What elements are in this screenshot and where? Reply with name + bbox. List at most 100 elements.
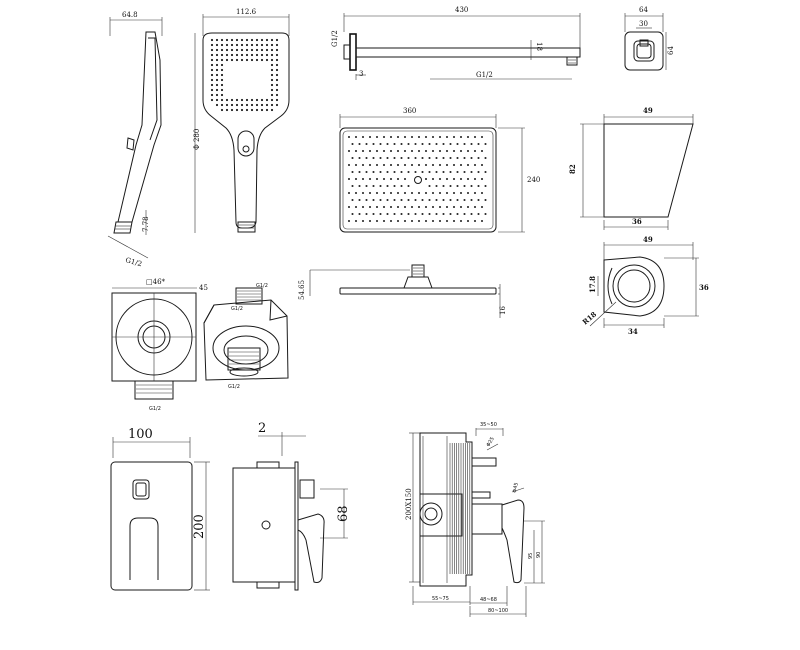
nozzle-dot xyxy=(372,170,375,174)
nozzle-dot xyxy=(428,170,431,174)
nozzle-dot xyxy=(435,156,438,160)
nozzle-dot xyxy=(480,177,484,181)
nozzle-dot xyxy=(389,219,393,223)
nozzle-dot xyxy=(275,98,279,102)
nozzle-dot xyxy=(459,135,463,139)
nozzle-dot xyxy=(459,219,463,223)
nozzle-dot xyxy=(351,198,354,202)
dim-square: □46* xyxy=(146,278,166,286)
nozzle-dot xyxy=(403,205,407,209)
nozzle-dot xyxy=(410,219,414,223)
nozzle-dot xyxy=(270,68,274,72)
dim-68: 68 xyxy=(336,505,351,522)
nozzle-dot xyxy=(240,43,244,47)
nozzle-dot xyxy=(438,163,442,167)
dim-64-8: 64.8 xyxy=(122,11,138,19)
nozzle-dot xyxy=(379,198,382,202)
nozzle-dot xyxy=(403,177,407,181)
nozzle-dot xyxy=(220,48,224,52)
nozzle-dot xyxy=(477,142,480,146)
nozzle-dot xyxy=(230,38,234,42)
nozzle-dot xyxy=(347,219,351,223)
nozzle-dot xyxy=(456,170,459,174)
dim-g12-elbow-a: G1/2 xyxy=(149,406,161,412)
nozzle-dot xyxy=(480,219,484,223)
nozzle-dot xyxy=(417,191,421,195)
nozzle-dot xyxy=(480,149,484,153)
nozzle-dot xyxy=(396,177,400,181)
nozzle-dot xyxy=(270,53,274,57)
nozzle-dot xyxy=(400,184,403,188)
nozzle-dot xyxy=(275,48,279,52)
nozzle-dot xyxy=(215,93,219,97)
nozzle-dot xyxy=(417,149,421,153)
nozzle-dot xyxy=(225,38,229,42)
dim-45: 45 xyxy=(199,284,208,292)
nozzle-dot xyxy=(379,142,382,146)
nozzle-dot xyxy=(275,78,279,82)
dim-90: 90 xyxy=(536,552,542,558)
nozzle-dot xyxy=(368,135,372,139)
dim-280: Φ 280 xyxy=(193,129,201,150)
nozzle-dot xyxy=(255,38,259,42)
nozzle-dot xyxy=(270,83,274,87)
nozzle-dot xyxy=(351,212,354,216)
nozzle-dot xyxy=(215,83,219,87)
dim-430: 430 xyxy=(455,6,468,14)
nozzle-dot xyxy=(456,156,459,160)
nozzle-dot xyxy=(407,156,410,160)
nozzle-dot xyxy=(417,205,421,209)
nozzle-dot xyxy=(424,149,428,153)
nozzle-dot xyxy=(358,184,361,188)
nozzle-dot xyxy=(414,212,417,216)
nozzle-dot xyxy=(245,58,249,62)
nozzle-dot xyxy=(210,38,214,42)
nozzle-dot xyxy=(354,135,358,139)
nozzle-dot xyxy=(361,135,365,139)
nozzle-dot xyxy=(225,108,229,112)
nozzle-dot xyxy=(438,177,442,181)
nozzle-dot xyxy=(265,108,269,112)
nozzle-dot xyxy=(240,38,244,42)
nozzle-dot xyxy=(375,205,379,209)
dim-2: 2 xyxy=(258,421,266,436)
nozzle-dot xyxy=(431,177,435,181)
nozzle-dot xyxy=(403,149,407,153)
nozzle-dot xyxy=(393,212,396,216)
nozzle-dot xyxy=(361,149,365,153)
nozzle-dot xyxy=(417,163,421,167)
nozzle-dot xyxy=(442,212,445,216)
nozzle-dot xyxy=(442,170,445,174)
dim-49-a: 49 xyxy=(643,106,653,115)
nozzle-dot xyxy=(449,156,452,160)
nozzle-dot xyxy=(210,58,214,62)
nozzle-dot xyxy=(386,142,389,146)
nozzle-dot xyxy=(477,198,480,202)
nozzle-dot xyxy=(210,68,214,72)
nozzle-dot xyxy=(396,219,400,223)
nozzle-dot xyxy=(240,53,244,57)
nozzle-dot xyxy=(463,184,466,188)
nozzle-dot xyxy=(275,38,279,42)
dim-95: 95 xyxy=(528,553,534,559)
nozzle-dot xyxy=(473,177,477,181)
nozzle-dot xyxy=(386,198,389,202)
nozzle-dot xyxy=(466,219,470,223)
nozzle-dot xyxy=(255,103,259,107)
nozzle-dot xyxy=(449,142,452,146)
nozzle-dot xyxy=(484,142,487,146)
nozzle-dot xyxy=(230,53,234,57)
nozzle-dot xyxy=(215,68,219,72)
nozzle-dot xyxy=(210,48,214,52)
wall-outlet-square: 64 30 64 xyxy=(624,6,675,71)
nozzle-dot xyxy=(368,205,372,209)
nozzle-dot xyxy=(358,212,361,216)
nozzle-dot xyxy=(473,191,477,195)
nozzle-dot xyxy=(235,98,239,102)
nozzle-dot xyxy=(473,219,477,223)
dim-g12-arm-a: G1/2 xyxy=(331,30,339,47)
dim-g12-elbow-c: G1/2 xyxy=(228,384,240,390)
nozzle-dot xyxy=(368,177,372,181)
nozzle-dot xyxy=(220,68,224,72)
nozzle-dot xyxy=(421,142,424,146)
